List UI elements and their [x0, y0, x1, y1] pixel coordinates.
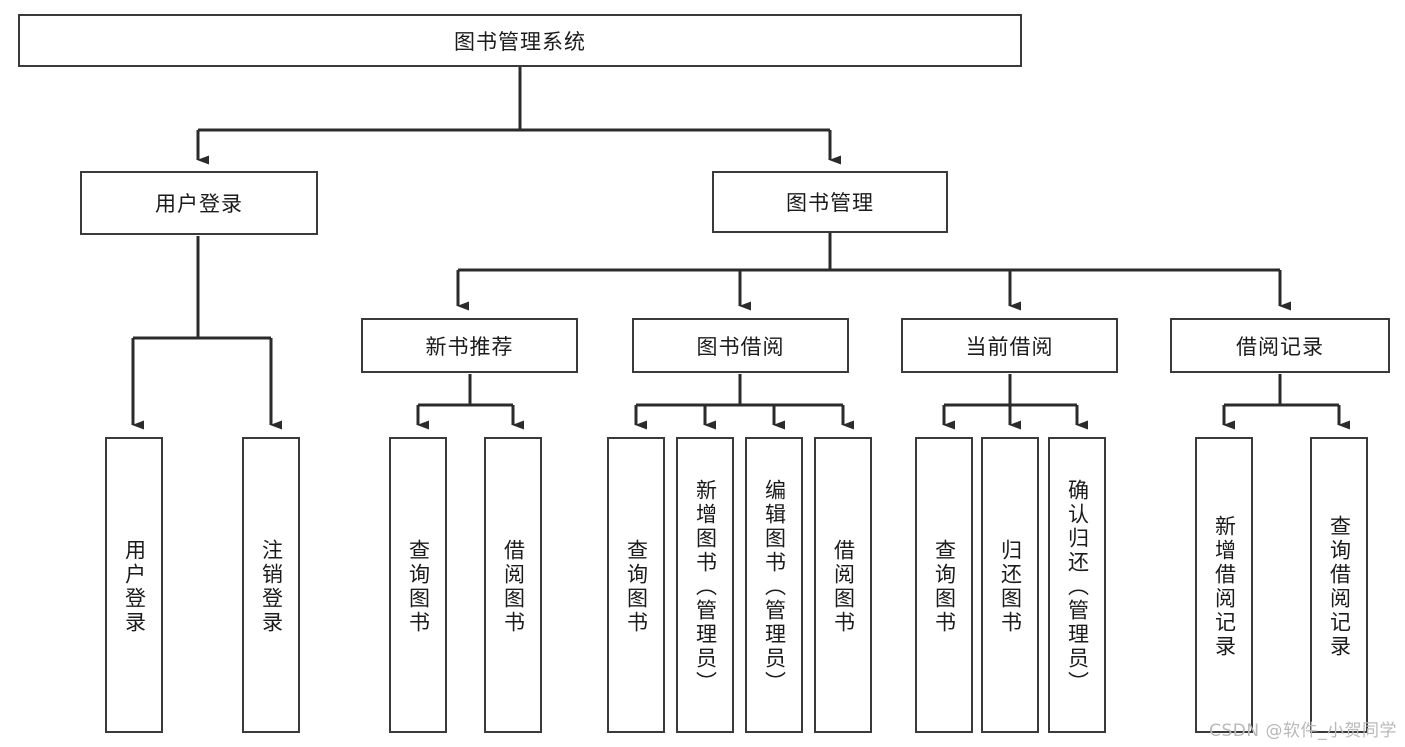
node-label: 用户登录 [155, 192, 243, 216]
node-current-borrow[interactable]: 当前借阅 [901, 318, 1118, 373]
leaf-query-book-borrow[interactable]: 查询图书 [607, 437, 665, 733]
node-label: 编辑图书（管理员） [762, 479, 787, 695]
node-book-management[interactable]: 图书管理 [712, 171, 948, 233]
node-label: 图书借阅 [696, 334, 785, 359]
node-label: 查询图书 [406, 539, 431, 635]
node-label: 查询图书 [624, 539, 649, 635]
node-label: 借阅记录 [1236, 334, 1324, 359]
node-label: 新增图书（管理员） [693, 479, 718, 695]
leaf-query-book-current[interactable]: 查询图书 [915, 437, 973, 733]
leaf-user-login[interactable]: 用户登录 [105, 437, 163, 733]
node-label: 查询借阅记录 [1327, 515, 1352, 659]
leaf-query-borrow-record[interactable]: 查询借阅记录 [1310, 437, 1368, 733]
node-label: 用户登录 [122, 539, 147, 635]
node-borrow-record[interactable]: 借阅记录 [1170, 318, 1390, 373]
node-label: 确认归还（管理员） [1065, 479, 1090, 695]
node-user-login[interactable]: 用户登录 [80, 171, 318, 235]
leaf-add-book-admin[interactable]: 新增图书（管理员） [676, 437, 734, 733]
leaf-query-book-recommend[interactable]: 查询图书 [389, 437, 447, 733]
leaf-borrow-book-recommend[interactable]: 借阅图书 [484, 437, 542, 733]
node-new-book-recommend[interactable]: 新书推荐 [361, 318, 578, 373]
node-label: 归还图书 [998, 539, 1023, 635]
node-label: 图书管理系统 [454, 29, 586, 54]
node-label: 新书推荐 [425, 334, 514, 359]
node-label: 新增借阅记录 [1212, 515, 1237, 659]
watermark-text: CSDN @软件_小贺同学 [1209, 721, 1397, 741]
node-label: 查询图书 [932, 539, 957, 635]
leaf-confirm-return-admin[interactable]: 确认归还（管理员） [1048, 437, 1106, 733]
node-label: 图书管理 [786, 191, 874, 215]
leaf-return-book[interactable]: 归还图书 [981, 437, 1039, 733]
node-label: 注销登录 [259, 539, 284, 635]
leaf-add-borrow-record[interactable]: 新增借阅记录 [1195, 437, 1253, 733]
node-label: 当前借阅 [965, 334, 1054, 359]
leaf-logout[interactable]: 注销登录 [242, 437, 300, 733]
node-book-borrow[interactable]: 图书借阅 [632, 318, 849, 373]
node-label: 借阅图书 [501, 539, 526, 635]
node-label: 借阅图书 [831, 539, 856, 635]
leaf-edit-book-admin[interactable]: 编辑图书（管理员） [745, 437, 803, 733]
leaf-borrow-book[interactable]: 借阅图书 [814, 437, 872, 733]
node-root-system[interactable]: 图书管理系统 [18, 14, 1022, 67]
